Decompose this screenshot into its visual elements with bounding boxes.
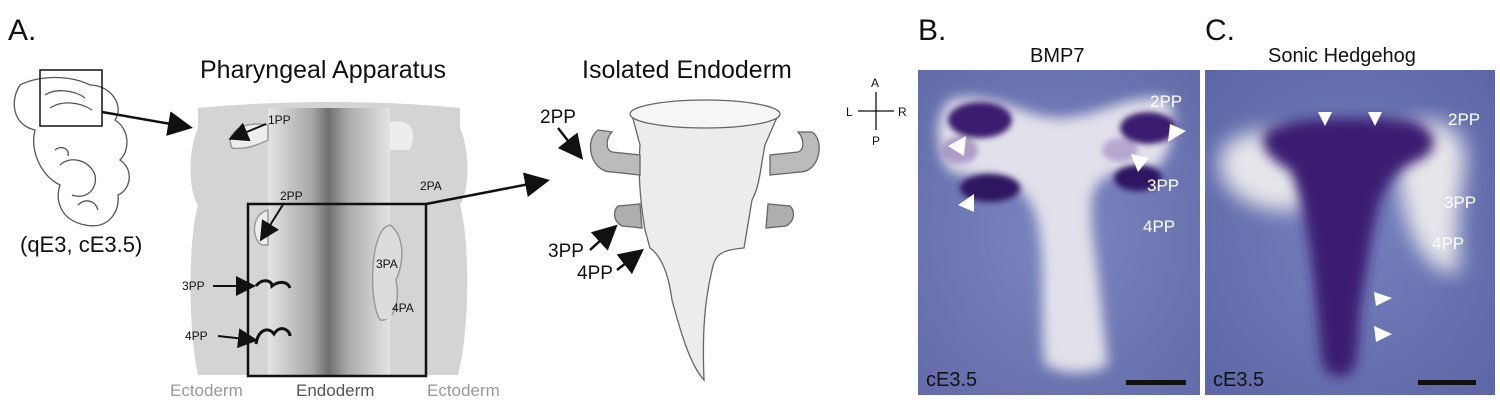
label-3pp-isolated: 3PP: [548, 241, 584, 262]
axis-a: A: [871, 76, 879, 90]
label-2pp-diagram: 2PP: [280, 189, 303, 203]
panel-c-letter: C.: [1205, 14, 1235, 47]
axis-compass: [858, 92, 894, 130]
axis-p: P: [872, 134, 880, 148]
isolated-title: Isolated Endoderm: [582, 56, 792, 84]
label-endoderm: Endoderm: [296, 381, 374, 400]
label-3pp-diagram: 3PP: [182, 279, 205, 293]
pharyngeal-diagram: [191, 102, 468, 376]
bmp7-label-2pp: 2PP: [1150, 92, 1182, 111]
panel-a-letter: A.: [8, 14, 36, 47]
shh-label-2pp: 2PP: [1448, 110, 1480, 129]
label-ectoderm-right: Ectoderm: [427, 381, 500, 400]
bmp7-label-4pp: 4PP: [1143, 217, 1175, 236]
label-ectoderm-left: Ectoderm: [170, 381, 243, 400]
panel-c-title: Sonic Hedgehog: [1268, 45, 1416, 67]
axis-r: R: [898, 105, 907, 119]
bmp7-stage: cE3.5: [926, 369, 977, 391]
label-1pp: 1PP: [268, 113, 291, 127]
arrow-3pp-isolated: [590, 228, 614, 250]
label-4pp-diagram: 4PP: [185, 329, 208, 343]
label-4pa: 4PA: [392, 301, 414, 315]
shh-label-4pp: 4PP: [1432, 234, 1464, 253]
isolated-endoderm-diagram: [590, 100, 819, 380]
panel-b-title: BMP7: [1030, 45, 1084, 67]
pharyngeal-title: Pharyngeal Apparatus: [200, 56, 446, 84]
arrow-4pp-isolated: [617, 252, 640, 270]
axis-l: L: [846, 105, 853, 119]
label-3pa: 3PA: [376, 257, 398, 271]
shh-stage: cE3.5: [1213, 369, 1264, 391]
label-2pa: 2PA: [420, 179, 442, 193]
panel-b-letter: B.: [918, 14, 946, 47]
label-4pp-isolated: 4PP: [577, 263, 613, 284]
bmp7-label-3pp: 3PP: [1147, 176, 1179, 195]
shh-label-3pp: 3PP: [1444, 193, 1476, 212]
label-2pp-isolated: 2PP: [540, 107, 576, 128]
embryo-sketch: [14, 70, 129, 226]
arrow-2pp-isolated: [558, 128, 580, 156]
stage-label: (qE3, cE3.5): [20, 232, 142, 257]
